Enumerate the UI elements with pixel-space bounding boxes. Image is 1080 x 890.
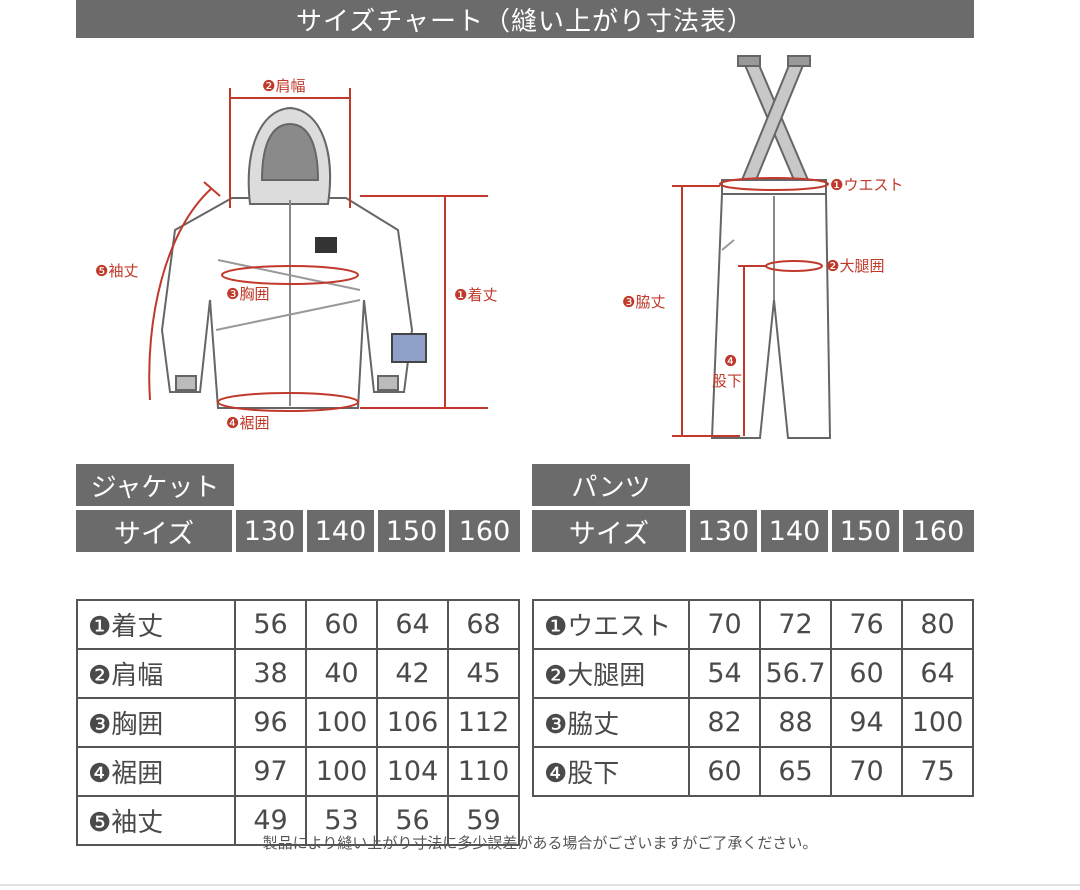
- table-row: ❶ウエスト 70 72 76 80: [532, 599, 974, 650]
- table-cell: 54: [690, 650, 761, 699]
- table-cell: 104: [378, 748, 449, 797]
- table-cell: 97: [236, 748, 307, 797]
- table-cell: 53: [307, 797, 378, 846]
- table-row: ❶着丈 56 60 64 68: [76, 599, 520, 650]
- pants-section-tab: パンツ: [532, 464, 690, 506]
- table-cell: 70: [690, 599, 761, 650]
- jacket-size-col: 140: [307, 510, 378, 552]
- jacket-header-row: サイズ 130 140 150 160: [76, 510, 520, 552]
- row-label: ❹股下: [532, 748, 690, 797]
- table-cell: 56: [236, 599, 307, 650]
- pants-header-row: サイズ 130 140 150 160: [532, 510, 974, 552]
- row-label: ❸脇丈: [532, 699, 690, 748]
- table-cell: 56.7: [761, 650, 832, 699]
- jacket-section-tab: ジャケット: [76, 464, 234, 506]
- table-cell: 38: [236, 650, 307, 699]
- label-inseam-number: ❹: [724, 352, 737, 370]
- table-cell: 106: [378, 699, 449, 748]
- jacket-size-header: サイズ: [76, 510, 236, 552]
- label-waist: ❶ウエスト: [830, 176, 903, 194]
- label-length: ❶着丈: [454, 286, 497, 304]
- table-row: ❷大腿囲 54 56.7 60 64: [532, 650, 974, 699]
- table-cell: 60: [690, 748, 761, 797]
- row-label: ❶ウエスト: [532, 599, 690, 650]
- table-cell: 56: [378, 797, 449, 846]
- label-sleeve: ❺袖丈: [95, 262, 138, 280]
- label-shoulder: ❷肩幅: [262, 77, 305, 95]
- table-cell: 112: [449, 699, 520, 748]
- disclaimer-note: 製品により縫い上がり寸法に多少誤差がある場合がございますがご了承ください。: [262, 834, 818, 852]
- table-cell: 70: [832, 748, 903, 797]
- table-cell: 88: [761, 699, 832, 748]
- jacket-size-col: 160: [449, 510, 520, 552]
- label-chest: ❸胸囲: [226, 285, 269, 303]
- table-cell: 110: [449, 748, 520, 797]
- table-cell: 64: [378, 599, 449, 650]
- row-label: ❷大腿囲: [532, 650, 690, 699]
- table-cell: 100: [903, 699, 974, 748]
- page-title: サイズチャート（縫い上がり寸法表）: [76, 0, 974, 38]
- row-label: ❸胸囲: [76, 699, 236, 748]
- jacket-measure-lines: [148, 88, 488, 412]
- bottom-divider: [0, 884, 1080, 886]
- label-inseam: 股下: [712, 372, 742, 390]
- table-cell: 80: [903, 599, 974, 650]
- measurement-diagram: ❷肩幅 ❺袖丈 ❸胸囲 ❶着丈 ❹裾囲 ❶ウエスト ❷大腿囲 ❸脇丈 ❹ 股下: [95, 55, 903, 439]
- table-cell: 100: [307, 699, 378, 748]
- table-cell: 40: [307, 650, 378, 699]
- table-cell: 75: [903, 748, 974, 797]
- jacket-size-col: 150: [378, 510, 449, 552]
- table-cell: 60: [832, 650, 903, 699]
- label-hem: ❹裾囲: [226, 414, 269, 432]
- table-row: ❸脇丈 82 88 94 100: [532, 699, 974, 748]
- table-cell: 82: [690, 699, 761, 748]
- table-cell: 100: [307, 748, 378, 797]
- table-cell: 72: [761, 599, 832, 650]
- pants-size-header: サイズ: [532, 510, 690, 552]
- row-label: ❷肩幅: [76, 650, 236, 699]
- table-cell: 59: [449, 797, 520, 846]
- row-label: ❺袖丈: [76, 797, 236, 846]
- pants-size-col: 140: [761, 510, 832, 552]
- jacket-illustration: [160, 106, 427, 409]
- label-thigh: ❷大腿囲: [826, 257, 884, 275]
- table-cell: 45: [449, 650, 520, 699]
- pants-size-col: 160: [903, 510, 974, 552]
- pants-size-col: 150: [832, 510, 903, 552]
- table-row: ❹股下 60 65 70 75: [532, 748, 974, 797]
- table-cell: 64: [903, 650, 974, 699]
- table-cell: 60: [307, 599, 378, 650]
- row-label: ❹裾囲: [76, 748, 236, 797]
- table-cell: 68: [449, 599, 520, 650]
- table-cell: 94: [832, 699, 903, 748]
- table-row: ❸胸囲 96 100 106 112: [76, 699, 520, 748]
- pants-measure-lines: [672, 177, 829, 437]
- row-label: ❶着丈: [76, 599, 236, 650]
- jacket-size-table: サイズ 130 140 150 160 ❶着丈 56 60 64 68 ❷肩幅 …: [76, 510, 520, 846]
- table-row: ❹裾囲 97 100 104 110: [76, 748, 520, 797]
- pants-size-table: サイズ 130 140 150 160 ❶ウエスト 70 72 76 80 ❷大…: [532, 510, 974, 797]
- table-cell: 96: [236, 699, 307, 748]
- pants-illustration: [710, 55, 832, 439]
- label-side: ❸脇丈: [622, 293, 665, 311]
- pants-size-col: 130: [690, 510, 761, 552]
- table-row: ❷肩幅 38 40 42 45: [76, 650, 520, 699]
- table-cell: 65: [761, 748, 832, 797]
- table-cell: 76: [832, 599, 903, 650]
- table-cell: 49: [236, 797, 307, 846]
- table-cell: 42: [378, 650, 449, 699]
- table-row: ❺袖丈 49 53 56 59: [76, 797, 520, 846]
- jacket-size-col: 130: [236, 510, 307, 552]
